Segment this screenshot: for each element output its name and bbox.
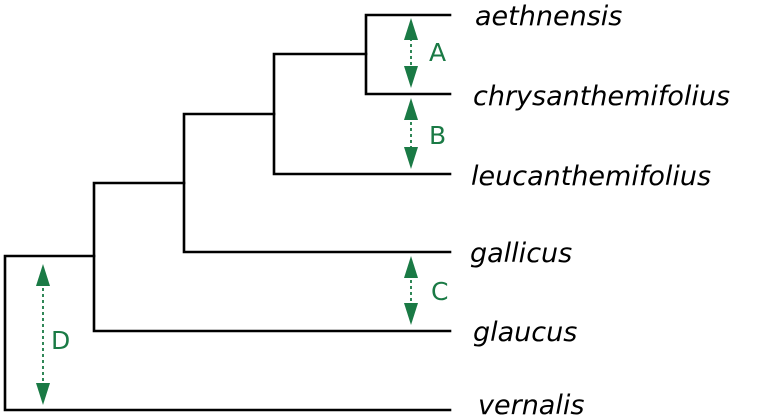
taxon-label-gallicus: gallicus — [470, 238, 572, 269]
comparison-c-down-arrowhead-icon — [404, 303, 418, 325]
branch-gallicus-clade — [182, 112, 452, 254]
comparison-arrows: A B C D — [36, 18, 448, 405]
comparison-a: A — [404, 18, 446, 88]
taxon-labels: aethnensis chrysanthemifolius leucanthem… — [470, 1, 730, 417]
comparison-d: D — [36, 264, 70, 405]
comparison-c-up-arrowhead-icon — [404, 256, 418, 278]
comparison-c: C — [404, 256, 448, 325]
taxon-label-aethnensis: aethnensis — [475, 1, 622, 32]
comparison-a-up-arrowhead-icon — [404, 18, 418, 40]
comparison-a-label: A — [429, 38, 446, 67]
taxon-label-chrysanthemifolius: chrysanthemifolius — [473, 81, 730, 112]
comparison-d-down-arrowhead-icon — [36, 383, 50, 405]
branch-leucanthemifolius-clade — [272, 52, 452, 176]
comparison-b-down-arrowhead-icon — [404, 147, 418, 169]
taxon-label-vernalis: vernalis — [478, 390, 584, 417]
tree-branches — [3, 13, 452, 412]
comparison-b: B — [404, 98, 446, 169]
branch-glaucus-clade — [92, 181, 452, 333]
comparison-c-label: C — [431, 277, 448, 306]
branch-aethnensis-chrysanthemifolius — [364, 13, 452, 96]
comparison-d-up-arrowhead-icon — [36, 264, 50, 286]
branch-root — [3, 254, 452, 412]
comparison-b-label: B — [429, 121, 446, 150]
taxon-label-glaucus: glaucus — [473, 317, 577, 348]
comparison-d-label: D — [51, 326, 70, 355]
comparison-b-up-arrowhead-icon — [404, 98, 418, 120]
taxon-label-leucanthemifolius: leucanthemifolius — [471, 161, 711, 192]
comparison-a-down-arrowhead-icon — [404, 66, 418, 88]
